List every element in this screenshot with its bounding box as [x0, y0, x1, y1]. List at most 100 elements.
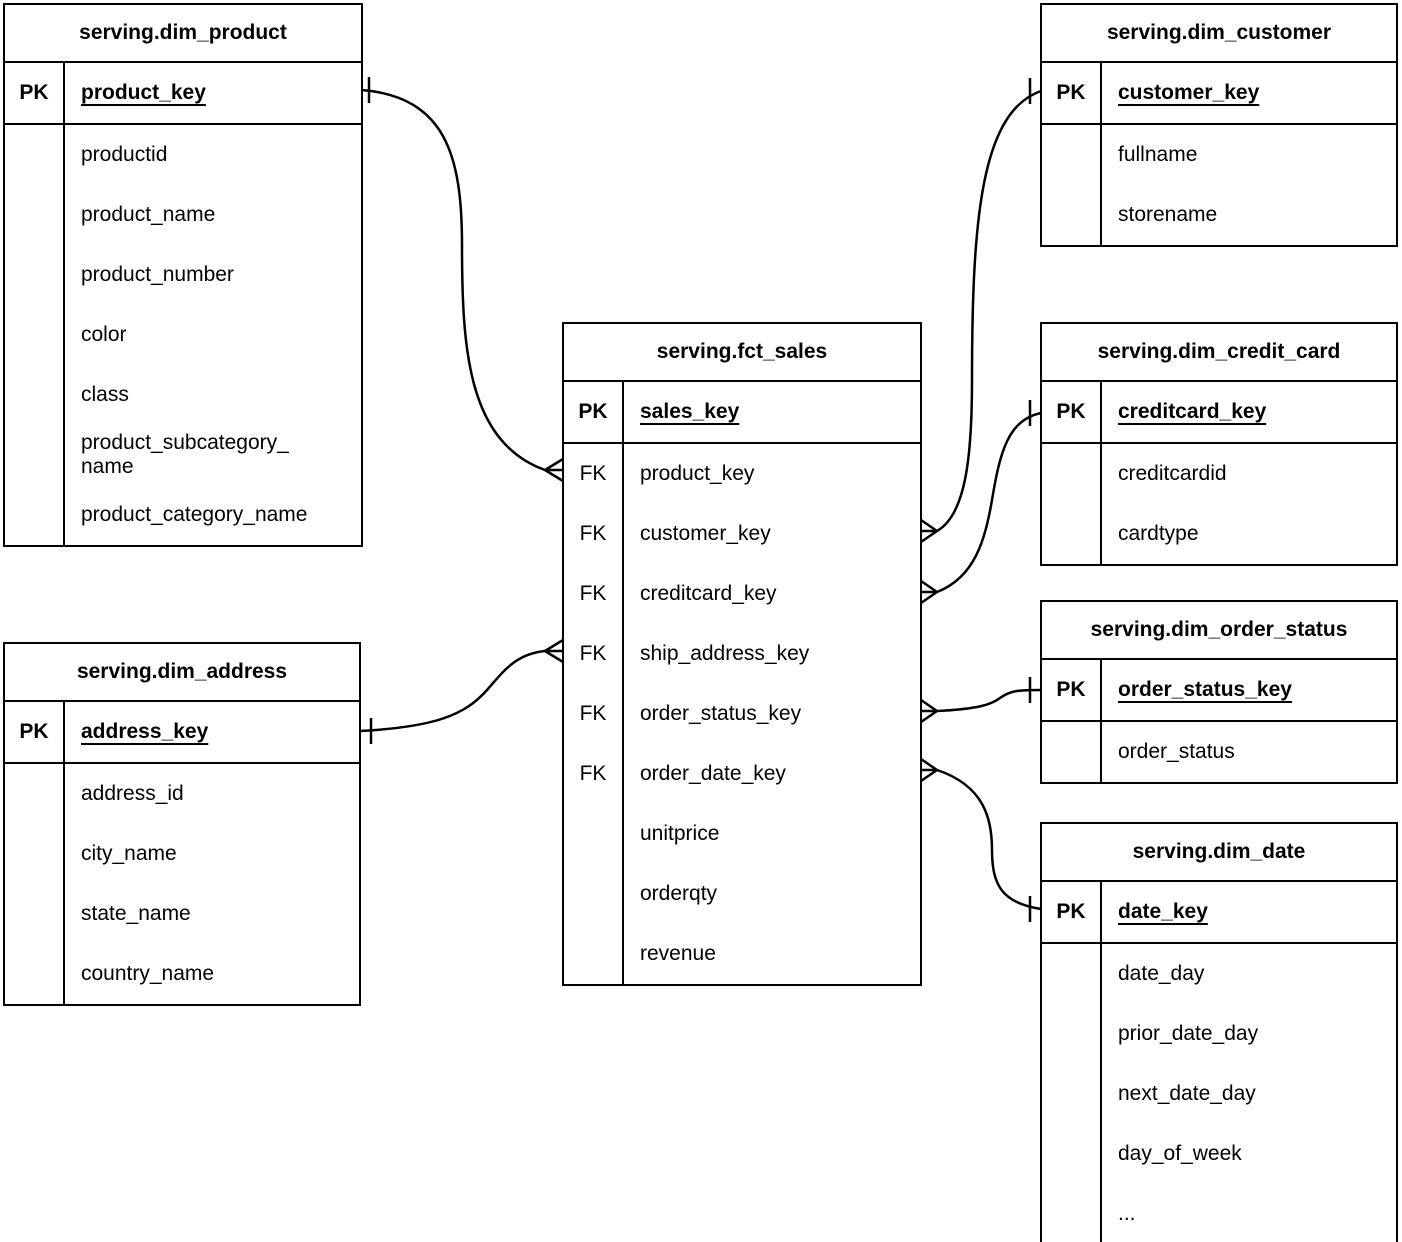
table-title: serving.dim_product	[5, 5, 361, 63]
table-row: product_subcategory_ name	[5, 425, 361, 485]
field-name: color	[81, 323, 127, 346]
fk-label: FK	[564, 444, 624, 504]
field-name: product_number	[81, 263, 234, 286]
crow-foot-fct-order-date-key	[920, 757, 938, 783]
table-row: prior_date_day	[1042, 1004, 1396, 1064]
table-row: city_name	[5, 824, 359, 884]
pk-label: PK	[1042, 382, 1102, 442]
gutter-cell	[1042, 944, 1102, 1004]
pk-field-name: order_status_key	[1118, 678, 1292, 701]
field-name: next_date_day	[1118, 1082, 1256, 1105]
table-row: FK product_key	[564, 444, 920, 504]
pk-label: PK	[564, 382, 624, 442]
fk-label: FK	[564, 684, 624, 744]
table-row: FK ship_address_key	[564, 624, 920, 684]
field-name: orderqty	[640, 882, 718, 905]
table-row: fullname	[1042, 125, 1396, 185]
field-name: storename	[1118, 203, 1218, 226]
crow-foot-fct-product-key	[544, 457, 564, 483]
table-row: address_id	[5, 764, 359, 824]
table-row: FK order_date_key	[564, 744, 920, 804]
table-title: serving.dim_date	[1042, 824, 1396, 882]
field-name: ship_address_key	[640, 642, 810, 665]
table-row: state_name	[5, 884, 359, 944]
table-dim-address[interactable]: serving.dim_address PK address_key addre…	[3, 642, 361, 1006]
gutter-cell	[5, 125, 65, 185]
field-name: fullname	[1118, 143, 1198, 166]
table-body: order_status	[1042, 722, 1396, 782]
table-title: serving.dim_order_status	[1042, 602, 1396, 660]
field-name: customer_key	[640, 522, 771, 545]
gutter-cell	[1042, 1064, 1102, 1124]
edge-dim-product-fct-sales[interactable]	[361, 88, 546, 472]
pk-label: PK	[1042, 882, 1102, 942]
fk-label: FK	[564, 624, 624, 684]
field-name: state_name	[81, 902, 191, 925]
table-title: serving.dim_credit_card	[1042, 324, 1396, 382]
pk-row: PK product_key	[5, 63, 361, 125]
edge-fct-sales-dim-date[interactable]	[936, 768, 1042, 911]
field-name: creditcard_key	[640, 582, 777, 605]
gutter-cell	[1042, 185, 1102, 245]
edge-fct-sales-dim-customer[interactable]	[936, 89, 1042, 533]
table-title: serving.dim_customer	[1042, 5, 1396, 63]
table-dim-customer[interactable]: serving.dim_customer PK customer_key ful…	[1040, 3, 1398, 247]
edge-fct-sales-dim-order-status[interactable]	[936, 688, 1042, 713]
gutter-cell	[564, 924, 624, 984]
pk-row: PK date_key	[1042, 882, 1396, 944]
pk-row: PK creditcard_key	[1042, 382, 1396, 444]
field-name: unitprice	[640, 822, 720, 845]
field-name: product_key	[640, 462, 755, 485]
table-row: color	[5, 305, 361, 365]
gutter-cell	[5, 485, 65, 545]
gutter-cell	[5, 884, 65, 944]
fk-label: FK	[564, 744, 624, 804]
edge-fct-sales-dim-credit-card[interactable]	[936, 411, 1042, 594]
field-name: revenue	[640, 942, 716, 965]
gutter-cell	[1042, 444, 1102, 504]
field-name: country_name	[81, 962, 215, 985]
table-fct-sales[interactable]: serving.fct_sales PK sales_key FK product…	[562, 322, 922, 986]
crow-foot-fct-ship-address-key	[544, 638, 564, 664]
field-name: class	[81, 383, 129, 406]
edge-dim-address-fct-sales[interactable]	[359, 649, 546, 733]
pk-label: PK	[5, 702, 65, 762]
field-name: productid	[81, 143, 168, 166]
table-dim-product[interactable]: serving.dim_product PK product_key produ…	[3, 3, 363, 547]
field-name: order_date_key	[640, 762, 786, 785]
field-name: address_id	[81, 782, 184, 805]
pk-field-name: sales_key	[640, 400, 740, 423]
table-row: date_day	[1042, 944, 1396, 1004]
gutter-cell	[1042, 1004, 1102, 1064]
table-row: class	[5, 365, 361, 425]
crow-foot-fct-order-status-key	[920, 698, 938, 724]
pk-label: PK	[5, 63, 65, 123]
gutter-cell	[1042, 125, 1102, 185]
pk-row: PK order_status_key	[1042, 660, 1396, 722]
pk-row: PK address_key	[5, 702, 359, 764]
gutter-cell	[5, 245, 65, 305]
gutter-cell	[5, 425, 65, 485]
field-name: creditcardid	[1118, 462, 1227, 485]
table-dim-order-status[interactable]: serving.dim_order_status PK order_status…	[1040, 600, 1398, 784]
table-row: product_category_name	[5, 485, 361, 545]
gutter-cell	[5, 185, 65, 245]
field-name: product_subcategory_ name	[81, 431, 289, 478]
pk-field-name: date_key	[1118, 900, 1208, 923]
crow-foot-fct-creditcard-key	[920, 579, 938, 605]
field-name: city_name	[81, 842, 177, 865]
table-title: serving.fct_sales	[564, 324, 920, 382]
pk-field-name: customer_key	[1118, 81, 1260, 104]
gutter-cell	[564, 864, 624, 924]
table-dim-credit-card[interactable]: serving.dim_credit_card PK creditcard_ke…	[1040, 322, 1398, 566]
crow-foot-fct-customer-key	[920, 518, 938, 544]
gutter-cell	[5, 305, 65, 365]
table-row: order_status	[1042, 722, 1396, 782]
gutter-cell	[1042, 504, 1102, 564]
